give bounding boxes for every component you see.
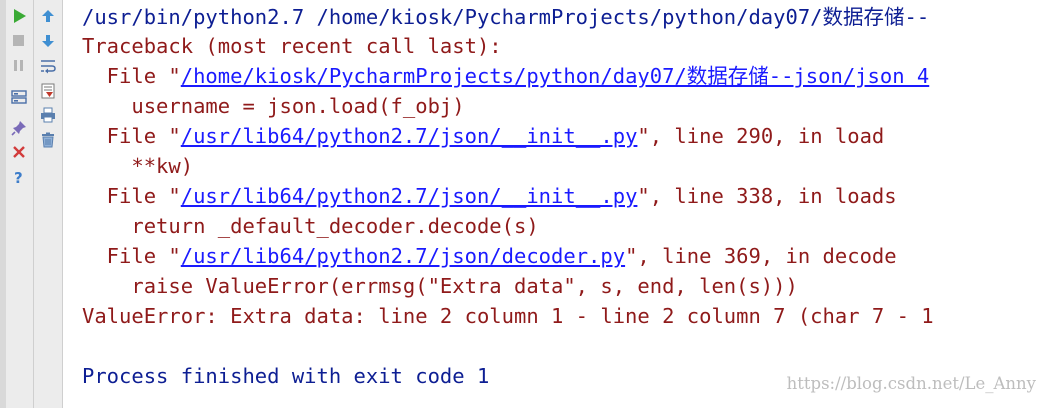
console-output[interactable]: /usr/bin/python2.7 /home/kiosk/PycharmPr… [82,0,1047,408]
frame-prefix: File " [82,64,181,88]
frame-suffix: ", line 369, in decode [625,244,897,268]
pause-icon [14,60,23,71]
traceback-code-line: return _default_decoder.decode(s) [82,214,539,238]
play-icon [14,9,26,23]
soft-wrap-button[interactable] [37,55,59,77]
help-icon: ? [14,169,23,185]
traceback-code-line: **kw) [82,154,194,178]
run-toolbar-secondary [34,0,63,408]
print-button[interactable] [37,104,59,126]
stop-button[interactable] [8,30,30,52]
stop-icon [13,35,24,46]
svg-text:?: ? [14,169,23,185]
traceback-frame-line: File "/usr/lib64/python2.7/json/__init__… [82,121,885,151]
traceback-frame-line: File "/home/kiosk/PycharmProjects/python… [82,61,930,91]
close-icon [13,146,25,158]
frame-suffix: ", line 290, in load [637,124,885,148]
trash-icon [42,132,54,148]
soft-wrap-icon [41,60,56,74]
clear-all-button[interactable] [37,129,59,151]
restore-layout-button[interactable] [8,86,30,108]
run-toolbar-primary: ? [6,0,34,408]
arrow-up-icon [42,10,54,22]
arrow-down-icon [42,35,54,47]
pin-icon [11,121,26,136]
frame-prefix: File " [82,124,181,148]
command-line: /usr/bin/python2.7 /home/kiosk/PycharmPr… [82,5,930,29]
watermark: https://blog.csdn.net/Le_Anny [786,374,1036,393]
console-gutter [63,0,73,408]
frame-prefix: File " [82,184,181,208]
scroll-up-button[interactable] [37,5,59,27]
error-message: ValueError: Extra data: line 2 column 1 … [82,304,934,328]
traceback-code-line: username = json.load(f_obj) [82,94,465,118]
traceback-code-line: raise ValueError(errmsg("Extra data", s,… [82,274,798,298]
scroll-to-end-icon [41,83,55,99]
frame-file-link[interactable]: /usr/lib64/python2.7/json/__init__.py [180,124,638,148]
frame-file-link[interactable]: /usr/lib64/python2.7/json/__init__.py [180,184,638,208]
frame-file-link[interactable]: /usr/lib64/python2.7/json/decoder.py [180,244,626,268]
frame-prefix: File " [82,244,181,268]
layout-icon [11,90,27,104]
pin-tab-button[interactable] [8,117,30,139]
scroll-down-button[interactable] [37,30,59,52]
frame-suffix: ", line 338, in loads [637,184,897,208]
rerun-button[interactable] [8,5,30,27]
scroll-to-end-button[interactable] [37,80,59,102]
pause-button[interactable] [8,55,30,77]
print-icon [41,107,55,123]
exit-message: Process finished with exit code 1 [82,364,490,388]
traceback-frame-line: File "/usr/lib64/python2.7/json/__init__… [82,181,897,211]
close-button[interactable] [8,141,30,163]
traceback-frame-line: File "/usr/lib64/python2.7/json/decoder.… [82,241,897,271]
frame-file-link[interactable]: /home/kiosk/PycharmProjects/python/day07… [180,64,930,88]
help-button[interactable]: ? [8,166,30,188]
traceback-header: Traceback (most recent call last): [82,34,502,58]
